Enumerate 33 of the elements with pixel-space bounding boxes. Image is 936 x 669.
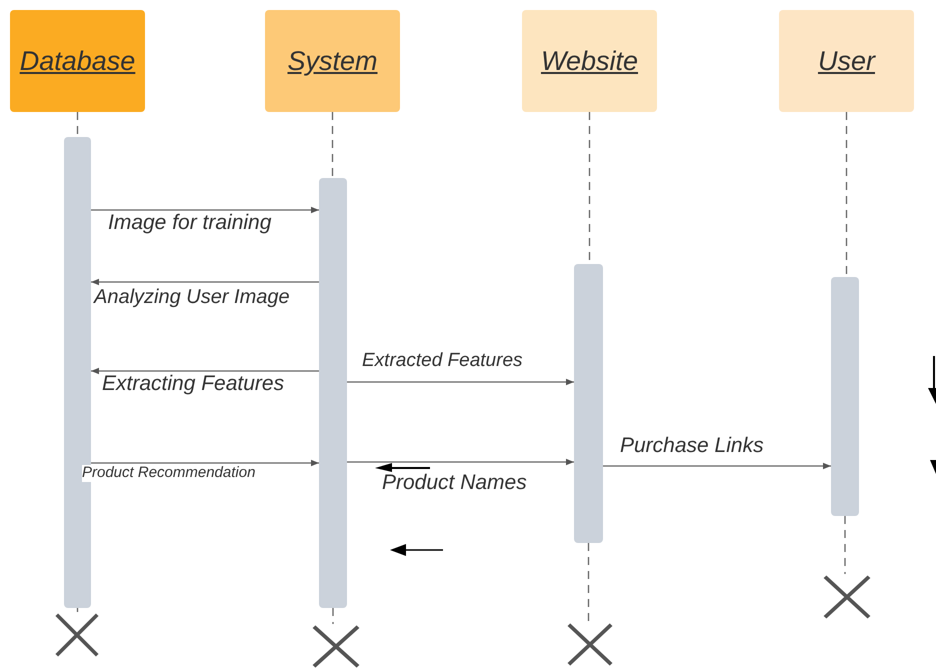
destroy-x-icon — [311, 624, 361, 669]
lifeline — [76, 112, 78, 137]
message-arrow — [91, 460, 319, 466]
lifeline — [846, 112, 848, 277]
lifeline-header — [779, 10, 914, 112]
message-arrow — [603, 462, 831, 470]
lifeline-name: System — [287, 46, 378, 76]
lifeline-name: User — [818, 46, 875, 76]
message-label: Product Recommendation — [82, 465, 256, 482]
lifeline-header — [10, 10, 145, 112]
lifeline — [332, 112, 334, 178]
lifeline-name: Website — [540, 46, 638, 76]
message-label: Image for training — [108, 211, 272, 234]
message-arrow — [91, 278, 319, 286]
message-label: Extracting Features — [102, 372, 284, 396]
lifeline-header — [522, 10, 657, 112]
destroy-x-icon — [822, 574, 872, 620]
lifeline — [76, 608, 78, 612]
message-arrow — [347, 378, 574, 386]
lifeline — [844, 516, 846, 574]
message-arrow — [91, 206, 319, 214]
activation-bar — [574, 264, 603, 543]
lifeline — [332, 608, 334, 624]
message-label: Analyzing User Image — [94, 286, 290, 308]
activation-bar — [319, 178, 347, 608]
message-arrow — [91, 368, 319, 374]
message-arrow — [347, 458, 574, 466]
lifeline-header — [265, 10, 400, 112]
lifeline — [588, 543, 590, 622]
destroy-x-icon — [54, 612, 100, 658]
activation-bar — [831, 277, 859, 516]
lifeline-name: Database — [20, 46, 136, 76]
destroy-x-icon — [566, 622, 614, 667]
